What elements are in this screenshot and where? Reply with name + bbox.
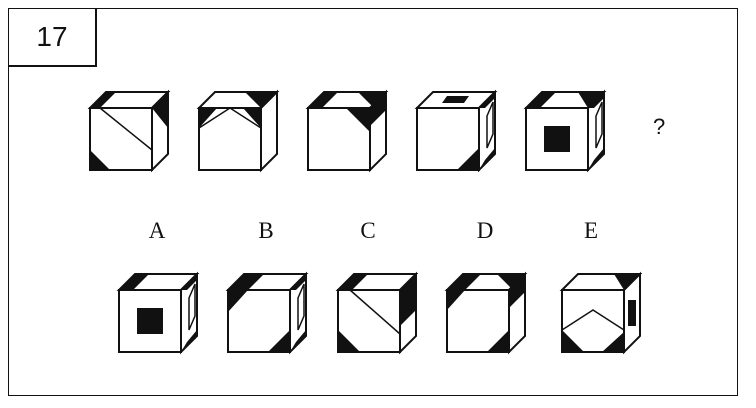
option-label-c: C: [360, 218, 376, 243]
option-label-e: E: [583, 218, 599, 243]
option-label-d: D: [476, 218, 494, 243]
option-cube-e[interactable]: [556, 270, 646, 358]
option-cube-a[interactable]: [113, 270, 203, 358]
puzzle-frame: [8, 8, 738, 396]
option-cube-d[interactable]: [441, 270, 531, 358]
question-number: 17: [9, 9, 97, 67]
option-label-b: B: [258, 218, 274, 243]
sequence-cube-1: [84, 88, 174, 176]
sequence-cube-4: [411, 88, 501, 176]
option-cube-c[interactable]: [332, 270, 422, 358]
option-label-a: A: [148, 218, 166, 243]
missing-figure-marker: ?: [653, 114, 666, 139]
option-cube-b[interactable]: [222, 270, 312, 358]
sequence-cube-5: [520, 88, 610, 176]
sequence-cube-3: [302, 88, 392, 176]
sequence-cube-2: [193, 88, 283, 176]
